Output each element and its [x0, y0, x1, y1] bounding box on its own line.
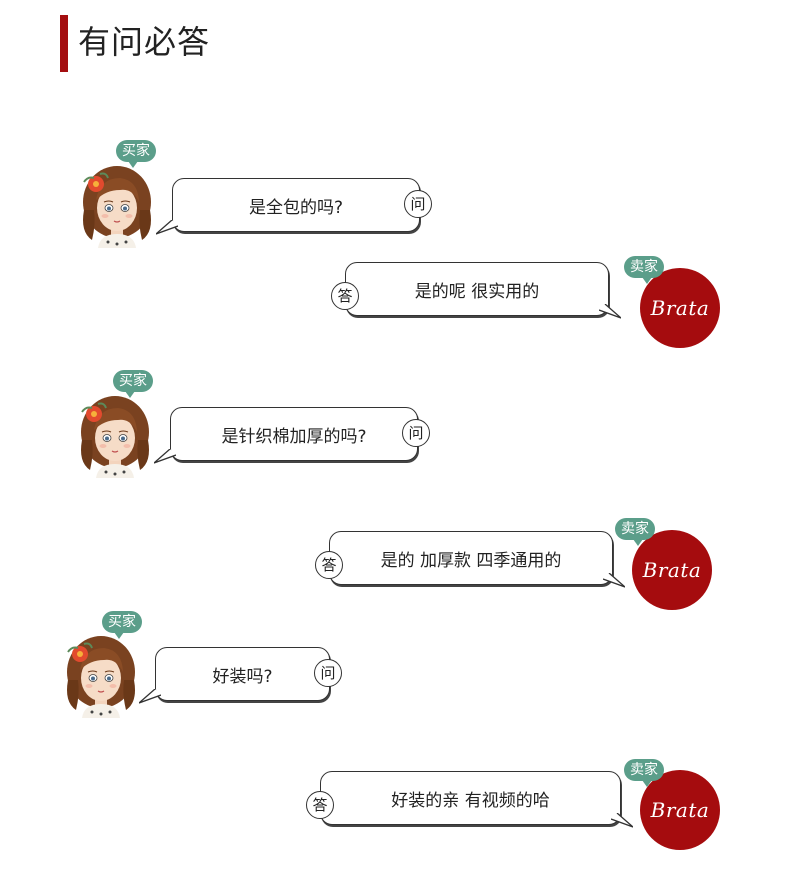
answer-text: 是的呢 很实用的	[414, 281, 540, 302]
seller-logo-avatar: Brata	[640, 268, 720, 348]
girl-portrait-icon	[76, 160, 158, 248]
seller-tag: 卖家	[624, 759, 664, 787]
page-title: 有问必答	[78, 23, 211, 61]
bubble-tail	[153, 448, 177, 465]
seller-tag: 卖家	[615, 518, 655, 546]
bubble-tail	[155, 219, 179, 236]
bubble-tail	[602, 572, 626, 589]
seller-tag: 卖家	[624, 256, 664, 284]
bubble-tail	[138, 688, 162, 705]
question-bubble: 是全包的吗?	[172, 178, 420, 232]
girl-portrait-icon	[60, 630, 142, 718]
question-mark-badge: 问	[404, 190, 432, 218]
girl-portrait-icon	[74, 390, 156, 478]
buyer-avatar-icon	[76, 160, 158, 248]
question-text: 是针织棉加厚的吗?	[221, 426, 367, 447]
question-text: 好装吗?	[212, 666, 273, 687]
answer-mark-badge: 答	[315, 551, 343, 579]
answer-text: 是的 加厚款 四季通用的	[380, 550, 562, 571]
bubble-tail	[598, 303, 622, 320]
question-text: 是全包的吗?	[248, 197, 344, 218]
bubble-tail	[610, 812, 634, 829]
answer-mark-badge: 答	[306, 791, 334, 819]
buyer-tag: 买家	[113, 370, 153, 398]
buyer-tag: 买家	[102, 611, 142, 639]
buyer-tag: 买家	[116, 140, 156, 168]
title-accent-bar	[60, 15, 68, 72]
question-mark-badge: 问	[402, 419, 430, 447]
buyer-avatar-icon	[60, 630, 142, 718]
answer-text: 好装的亲 有视频的哈	[391, 790, 550, 811]
question-bubble: 好装吗?	[155, 647, 330, 701]
answer-bubble: 好装的亲 有视频的哈	[320, 771, 621, 825]
buyer-avatar-icon	[74, 390, 156, 478]
answer-bubble: 是的 加厚款 四季通用的	[329, 531, 613, 585]
answer-bubble: 是的呢 很实用的	[345, 262, 609, 316]
question-bubble: 是针织棉加厚的吗?	[170, 407, 418, 461]
seller-logo-avatar: Brata	[640, 770, 720, 850]
question-mark-badge: 问	[314, 659, 342, 687]
seller-logo-avatar: Brata	[632, 530, 712, 610]
answer-mark-badge: 答	[331, 282, 359, 310]
